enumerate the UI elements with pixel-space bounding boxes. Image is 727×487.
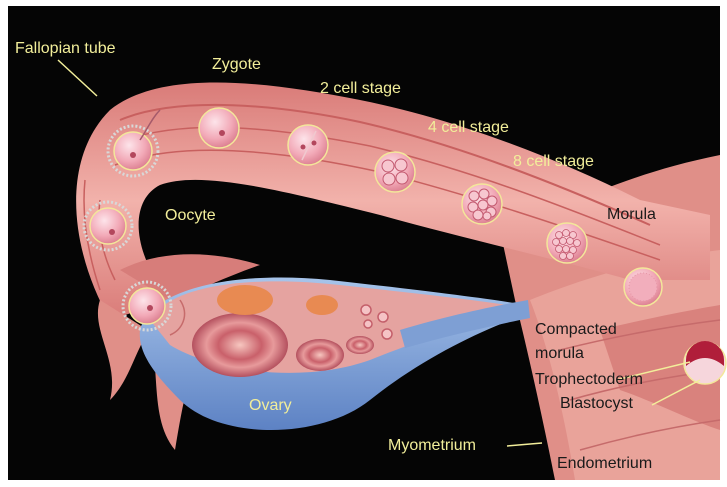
label-oocyte: Oocyte bbox=[165, 207, 216, 225]
oocyte-cell bbox=[114, 132, 152, 170]
zygote-cell bbox=[199, 108, 239, 148]
corpus-luteum bbox=[217, 285, 273, 315]
label-compacted-morula: Compacted morula bbox=[535, 318, 635, 366]
label-8-cell-stage: 8 cell stage bbox=[513, 153, 594, 171]
label-endometrium: Endometrium bbox=[557, 455, 652, 473]
follicle-medium bbox=[296, 339, 344, 371]
follicle-large bbox=[192, 313, 288, 377]
compacted-morula-cell bbox=[624, 268, 662, 306]
oocyte-cell bbox=[129, 288, 165, 324]
label-trophectoderm: Trophectoderm bbox=[535, 371, 643, 389]
label-2-cell-stage: 2 cell stage bbox=[320, 80, 401, 98]
blastocyst-cell bbox=[684, 341, 726, 384]
oocyte-cell bbox=[90, 208, 126, 244]
four-cell-embryo bbox=[375, 152, 415, 192]
morula-cell bbox=[547, 223, 587, 263]
eight-cell-embryo bbox=[462, 184, 502, 224]
follicle-small bbox=[346, 336, 374, 354]
label-4-cell-stage: 4 cell stage bbox=[428, 119, 509, 137]
label-blastocyst: Blastocyst bbox=[560, 395, 633, 413]
label-morula: Morula bbox=[607, 206, 656, 224]
label-ovary: Ovary bbox=[249, 397, 292, 415]
label-zygote: Zygote bbox=[212, 56, 261, 74]
two-cell-embryo bbox=[288, 125, 328, 165]
label-myometrium: Myometrium bbox=[388, 437, 476, 455]
label-fallopian-tube: Fallopian tube bbox=[15, 40, 116, 58]
corpus-albicans bbox=[306, 295, 338, 315]
